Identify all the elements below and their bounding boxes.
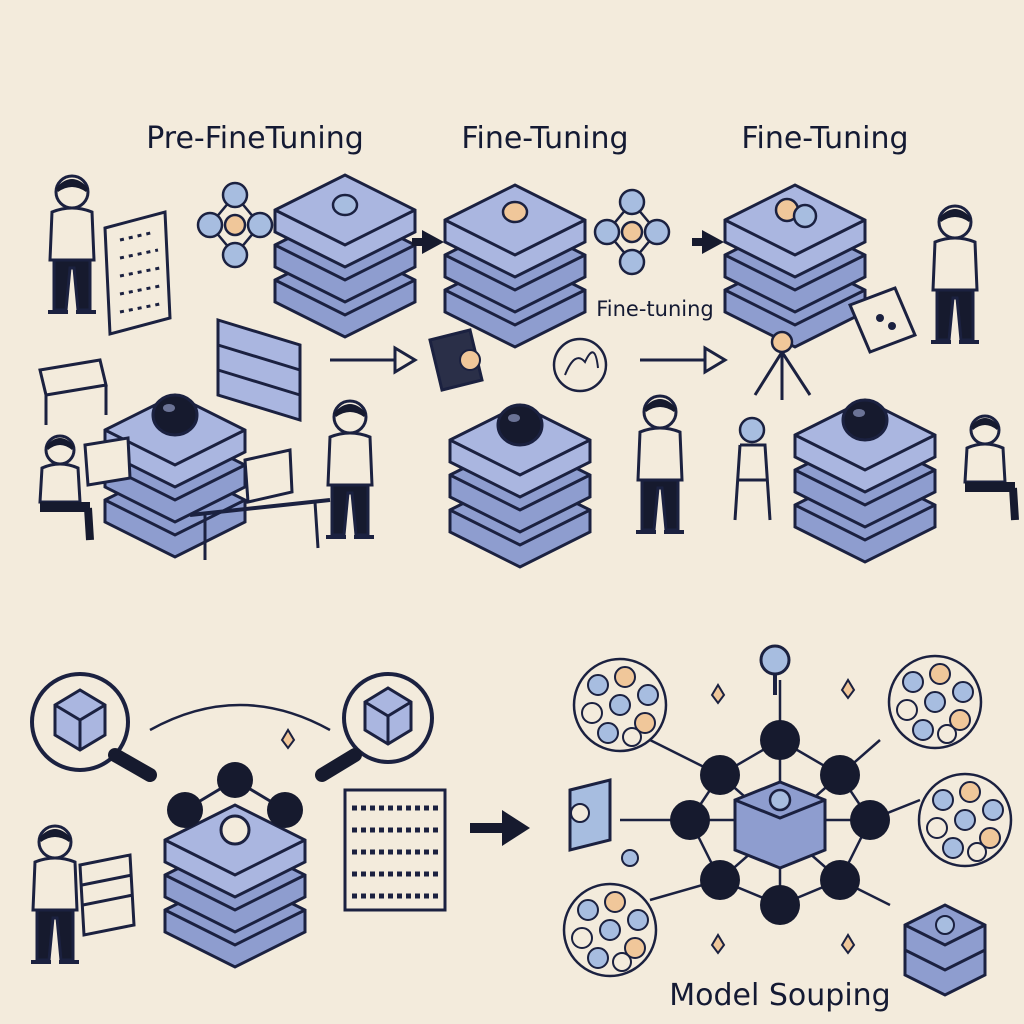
- tripod-icon: [733, 330, 812, 521]
- person-icon: [324, 399, 376, 539]
- table-icon: [38, 358, 108, 425]
- model-stack-icon: [443, 183, 587, 349]
- data-board-icon: [103, 210, 172, 336]
- cube-icon: [428, 328, 484, 392]
- model-stack-icon: [163, 762, 307, 969]
- arrow-icon: [412, 230, 444, 254]
- person-icon: [929, 204, 981, 344]
- model-stack-icon: [723, 183, 867, 349]
- cluster-icon: [917, 772, 1013, 868]
- cluster-icon: [562, 882, 658, 978]
- model-stack-icon: [903, 903, 987, 997]
- arrow-icon: [692, 230, 724, 254]
- spark-icon: [280, 678, 856, 955]
- stage-1-label: Pre-FineTuning: [146, 121, 364, 156]
- laptop-icon: [83, 436, 294, 504]
- person-icon: [634, 394, 686, 534]
- seated-person-icon: [40, 436, 90, 540]
- stage-3-label: Fine-Tuning: [741, 121, 908, 156]
- server-rack-icon: [343, 788, 447, 912]
- magnifier-icon: [315, 672, 434, 782]
- model-stack-icon: [273, 173, 417, 339]
- arrow-icon: [470, 810, 530, 846]
- model-stack-icon: [450, 405, 590, 567]
- connector-arc: [149, 703, 331, 732]
- molecule-icon: [593, 188, 671, 276]
- result-label: Model Souping: [669, 978, 890, 1013]
- stage-2-label: Fine-Tuning: [461, 121, 628, 156]
- document-icon: [848, 286, 917, 354]
- arrow-icon: [330, 345, 418, 375]
- arrow-icon: [640, 345, 728, 375]
- cluster-icon: [572, 657, 668, 753]
- person-icon: [46, 174, 98, 314]
- model-stack-icon: [795, 400, 935, 562]
- molecule-icon: [196, 181, 274, 269]
- person-icon: [29, 824, 81, 964]
- network-icon: [620, 644, 921, 925]
- sketch-icon: [552, 337, 608, 393]
- seated-person-icon: [965, 416, 1015, 520]
- magnifier-icon: [30, 672, 157, 782]
- cluster-icon: [887, 654, 983, 750]
- mid-caption: Fine-tuning: [596, 297, 714, 321]
- node-box-icon: [568, 778, 639, 867]
- desk-icon: [189, 498, 331, 560]
- file-cabinet-icon: [78, 853, 136, 937]
- server-icon: [216, 317, 302, 423]
